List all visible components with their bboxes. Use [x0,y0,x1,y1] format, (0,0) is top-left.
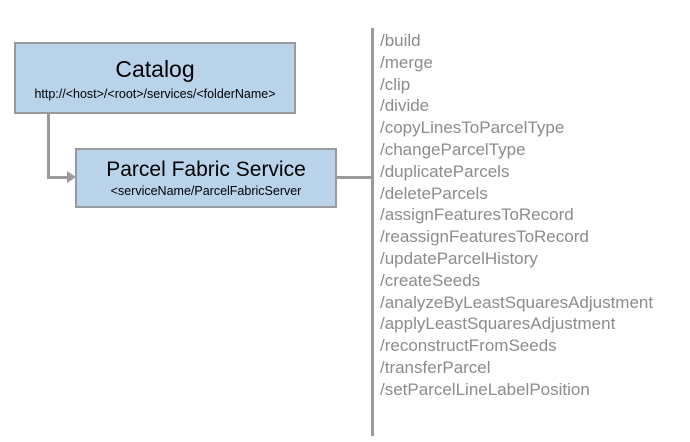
operation-item: /duplicateParcels [380,161,510,181]
parcel-fabric-service-node-title: Parcel Fabric Service [106,158,306,181]
operations-list: /build/merge/clip/divide/copyLinesToParc… [380,30,680,401]
operation-item: /updateParcelHistory [380,248,538,268]
operation-item: /setParcelLineLabelPosition [380,379,590,399]
operation-item: /deleteParcels [380,183,488,203]
operation-item: /divide [380,96,430,116]
operation-item: /changeParcelType [380,139,526,159]
parcel-fabric-service-node-path: <serviceName/ParcelFabricServer [110,184,302,198]
operation-item: /clip [380,74,411,94]
operation-item: /transferParcel [380,357,491,377]
catalog-node-title: Catalog [115,56,195,82]
operation-item: /reconstructFromSeeds [380,336,557,356]
connector-operations-stub [337,176,372,179]
catalog-node: Catalog http://<host>/<root>/services/<f… [14,42,296,114]
operations-divider-line [371,28,374,436]
operation-item: /analyzeByLeastSquaresAdjustment [380,292,654,312]
operation-item: /merge [380,52,433,72]
operation-item: /copyLinesToParcelType [380,118,565,138]
connector-vertical-segment [47,114,50,179]
operation-item: /createSeeds [380,270,481,290]
operation-item: /reassignFeaturesToRecord [380,227,589,247]
connector-horizontal-segment [47,176,70,179]
parcel-fabric-service-node: Parcel Fabric Service <serviceName/Parce… [75,148,337,208]
arrowhead-icon [67,171,76,183]
operation-item: /assignFeaturesToRecord [380,205,574,225]
operation-item: /applyLeastSquaresAdjustment [380,314,616,334]
catalog-node-url: http://<host>/<root>/services/<folderNam… [34,87,276,101]
operation-item: /build [380,31,421,50]
